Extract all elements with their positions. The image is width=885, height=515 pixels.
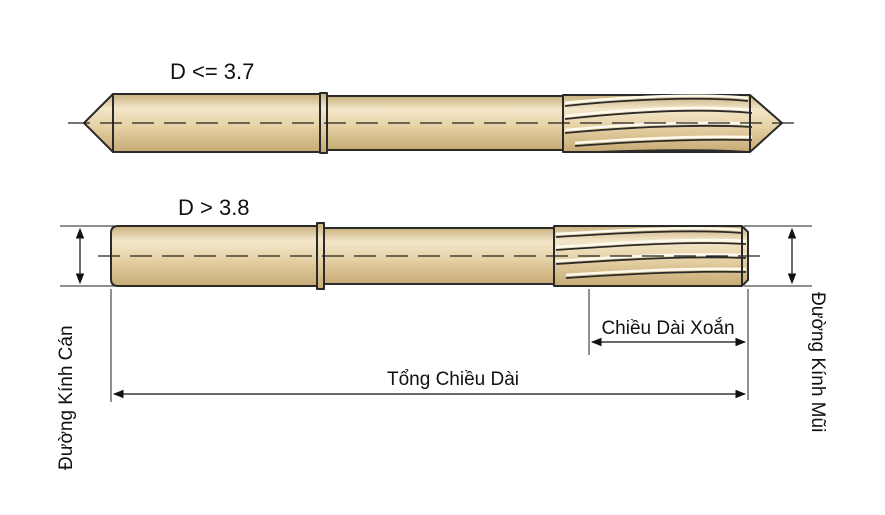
large-flute	[555, 253, 747, 263]
large-flute	[555, 238, 747, 249]
tip-diameter-label: Đường Kính Mũi	[807, 292, 828, 432]
overall-length-dimension	[110, 289, 747, 402]
large-flute	[555, 242, 747, 251]
small-flute	[564, 109, 753, 120]
large-tool-label: D > 3.8	[178, 195, 250, 220]
large-flute	[565, 267, 747, 277]
large-flute	[555, 230, 743, 238]
small-tool-label: D <= 3.7	[170, 59, 254, 84]
small-flute	[595, 149, 751, 153]
overall-length-label: Tổng Chiều Dài	[387, 369, 519, 390]
reamer-small	[68, 92, 800, 154]
small-flute	[564, 97, 749, 107]
shank-diameter-dimension	[60, 225, 116, 287]
reamer-large	[98, 222, 766, 290]
large-flute	[555, 256, 747, 265]
flute-length-dimension	[588, 289, 749, 400]
small-flute	[564, 94, 749, 105]
large-flute	[565, 270, 747, 279]
small-flute	[564, 121, 753, 132]
small-flute	[564, 106, 753, 118]
small-flute	[574, 138, 753, 147]
small-flute	[564, 124, 753, 134]
flute-length-label: Chiều Dài Xoắn	[601, 317, 734, 339]
large-flute	[555, 227, 743, 236]
tip-diameter-dimension	[744, 225, 812, 287]
small-flute	[574, 135, 753, 145]
shank-diameter-label: Đường Kính Cán	[56, 325, 77, 470]
